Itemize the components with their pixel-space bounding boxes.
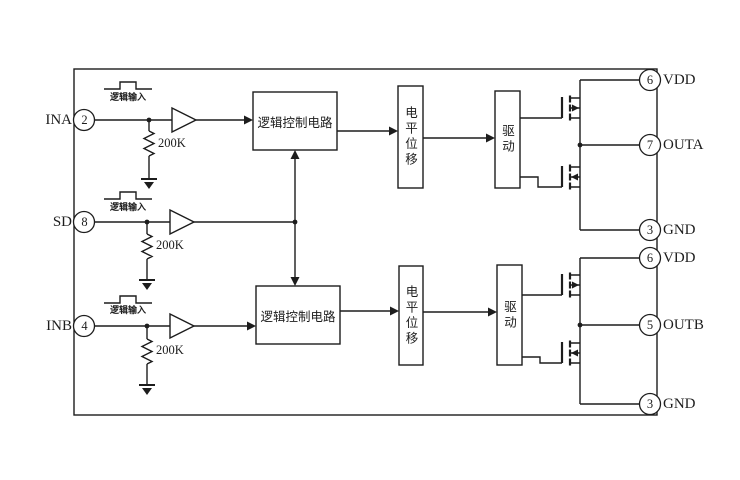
pin-number-ina: 2 (81, 113, 88, 127)
mosfet-high-b-icon (560, 272, 580, 298)
resistor-icon-a (142, 130, 156, 157)
resistor-value-b: 200K (156, 343, 184, 357)
pin-number-outa: 7 (646, 138, 654, 152)
pin-number-gnd-b: 3 (646, 397, 654, 411)
pin-label-ina: INA (45, 112, 72, 128)
pin-number-vdd-b: 6 (646, 251, 654, 265)
pin-label-vdd-b: VDD (663, 250, 696, 266)
resistor-icon-sd (140, 233, 154, 260)
pin-label-vdd-a: VDD (663, 72, 696, 88)
pin-number-inb: 4 (81, 319, 88, 333)
output-stage-b (522, 257, 640, 405)
pin-label-gnd-a: GND (663, 222, 696, 238)
ground-icon-sd (139, 279, 155, 290)
pin-circle-vdd-b (638, 246, 662, 270)
pin-circle-sd (72, 210, 96, 234)
pin-circle-ina (72, 108, 96, 132)
buffer-icon-b (169, 312, 196, 340)
pin-circle-vdd-a (638, 68, 662, 92)
pin-circles (72, 68, 662, 416)
mosfet-low-b-icon (560, 340, 580, 366)
junction-dots (144, 117, 583, 329)
pin-circle-outb (638, 313, 662, 337)
drive-box-b (496, 264, 523, 366)
logic-input-label-a: 逻辑输入 (109, 92, 146, 102)
pin-circle-gnd-b (638, 392, 662, 416)
drive-label-b: 驱动 (502, 299, 516, 331)
ground-icon-a (141, 178, 157, 189)
drive-label-a: 驱动 (500, 124, 514, 155)
pulse-icon-b (104, 295, 152, 304)
arrow-down-icon (290, 277, 300, 286)
pin-number-outb: 5 (646, 318, 654, 332)
pin-label-sd: SD (52, 214, 72, 230)
logic-control-label-b: 逻辑控制电路 (260, 309, 336, 324)
pulse-icon-a (104, 81, 152, 90)
block-links (337, 126, 497, 317)
pin-number-vdd-a: 6 (646, 73, 654, 87)
resistor-value-a: 200K (158, 136, 186, 150)
arrow-into-logic-b-icon (247, 321, 256, 331)
pin-label-inb: INB (46, 318, 72, 334)
logic-control-box-b (255, 285, 341, 345)
drive-box-a (494, 90, 521, 189)
pin-circle-gnd-a (638, 218, 662, 242)
pin-circle-inb (72, 314, 96, 338)
logic-input-label-b: 逻辑输入 (109, 305, 146, 315)
output-stage-a (520, 79, 640, 231)
sd-trace (94, 221, 295, 280)
mosfet-high-a-icon (560, 95, 580, 121)
sd-branch (290, 150, 300, 286)
level-shift-label-b: 电平位移 (403, 284, 418, 347)
level-shift-box-a (397, 85, 424, 189)
logic-input-label-sd: 逻辑输入 (109, 202, 146, 212)
logic-control-box-a (252, 91, 338, 151)
resistor-icon-b (140, 338, 154, 365)
pulse-icon-sd (104, 191, 152, 200)
ic-boundary (73, 68, 658, 416)
buffer-icon-a (171, 106, 198, 134)
level-shift-label-a: 电平位移 (403, 106, 417, 168)
ina-trace (94, 119, 245, 179)
level-shift-box-b (398, 265, 424, 366)
logic-control-label-a: 逻辑控制电路 (257, 115, 333, 130)
pin-number-sd: 8 (81, 215, 88, 229)
arrow-up-icon (290, 150, 300, 159)
buffer-icon-sd (169, 208, 196, 236)
arrow-into-logic-a-icon (244, 115, 253, 125)
pin-circle-outa (638, 133, 662, 157)
pin-label-outb: OUTB (663, 317, 704, 333)
mosfet-low-a-icon (560, 164, 580, 190)
pin-number-gnd-a: 3 (646, 223, 654, 237)
pin-label-gnd-b: GND (663, 396, 696, 412)
resistor-value-sd: 200K (156, 238, 184, 252)
ground-icon-b (139, 384, 155, 395)
pin-label-outa: OUTA (663, 137, 704, 153)
